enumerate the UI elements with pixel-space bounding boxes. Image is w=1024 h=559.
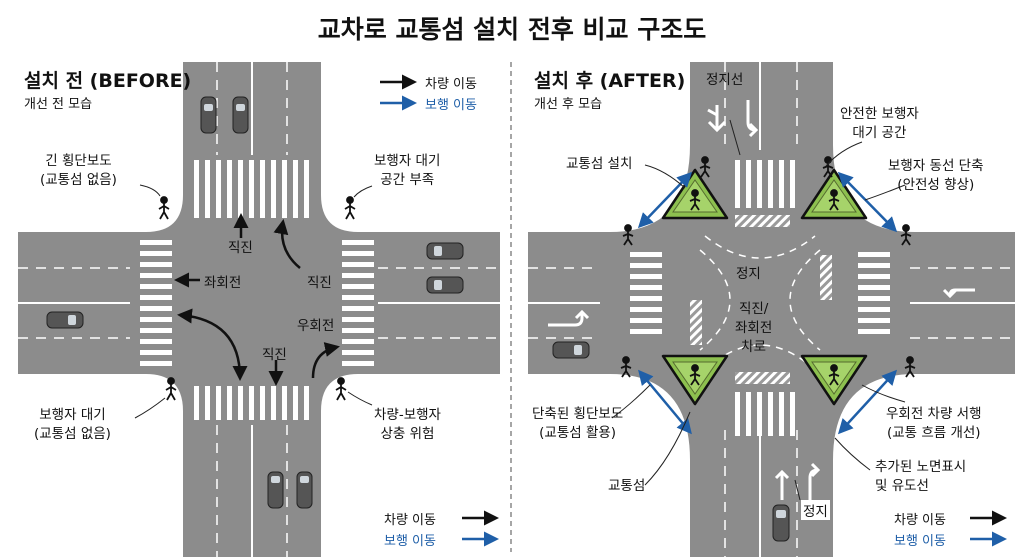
callout-line: 단축된 횡단보도 (532, 406, 624, 422)
callout-line: 보행자 대기 (374, 153, 441, 169)
callout-safe-waiting: 안전한 보행자 대기 공간 (840, 105, 919, 143)
pedestrian-icon (828, 189, 840, 211)
callout-line: 안전한 보행자 (840, 106, 919, 122)
arrow-straight-ne (273, 219, 301, 269)
lane-line: 차로 (741, 339, 767, 355)
before-crosswalk-south (194, 386, 309, 420)
legend-label: 차량 이동 (384, 513, 436, 528)
after-crosswalk-south (735, 392, 795, 436)
car (46, 311, 84, 329)
pedestrian-icon (622, 224, 634, 246)
after-pedestrians (620, 156, 916, 386)
pedestrian-icon (822, 156, 834, 178)
pedestrian-icon (904, 356, 916, 378)
label-center-lane: 직진/ 좌회전 차로 (735, 300, 772, 357)
before-crosswalk-west (140, 240, 172, 366)
before-legend-bottom-pedestrian: 보행 이동 (384, 530, 436, 549)
before-intersection (18, 62, 500, 557)
callout-ped-wait: 보행자 대기 (교통섬 없음) (34, 406, 111, 444)
label-stop-bottom: 정지 (801, 500, 830, 520)
after-road-markings (548, 100, 975, 500)
after-crosswalks (630, 160, 890, 436)
arrow-right-turn (311, 342, 340, 379)
before-heading: 설치 전 (BEFORE) (24, 70, 192, 92)
before-legend-vehicle: 차량 이동 (425, 73, 477, 92)
callout-line: 보행자 동선 단축 (888, 158, 984, 174)
callout-conflict: 차량-보행자 상충 위험 (374, 406, 441, 444)
label-straight-south: 직진 (262, 347, 287, 363)
lane-line: 좌회전 (735, 320, 773, 336)
label-left-turn: 좌회전 (204, 275, 242, 291)
car (232, 96, 249, 134)
before-vehicle-arrows (174, 213, 340, 386)
callout-line: (교통 흐름 개선) (886, 425, 981, 441)
callout-line: 차량-보행자 (374, 407, 441, 423)
callout-line: 긴 횡단보도 (45, 153, 112, 169)
callout-island: 교통섬 (608, 478, 646, 494)
callout-line: 추가된 노면표시 (875, 459, 967, 475)
car (200, 96, 217, 134)
callout-shortened-path: 보행자 동선 단축 (안전성 향상) (888, 157, 984, 195)
callout-right-turn-slow: 우회전 차량 서행 (교통 흐름 개선) (886, 405, 982, 443)
before-legend-pedestrian: 보행 이동 (425, 94, 477, 113)
before-legend-bottom-vehicle: 차량 이동 (384, 509, 436, 528)
callout-markings: 추가된 노면표시 및 유도선 (875, 458, 966, 496)
callout-line: 공간 부족 (380, 172, 435, 188)
label-straight-ne: 직진 (307, 275, 332, 291)
pedestrian-icon (828, 364, 840, 386)
callout-line: 상충 위험 (380, 426, 435, 442)
pedestrian-icon (900, 224, 912, 246)
after-crosswalk-north (735, 160, 795, 208)
callout-line: 대기 공간 (852, 125, 907, 141)
legend-label: 보행 이동 (425, 98, 477, 113)
callout-short-crosswalk: 단축된 횡단보도 (교통섬 활용) (532, 405, 623, 443)
callout-line: (안전성 향상) (897, 177, 975, 193)
arrow-curve (177, 308, 248, 381)
car (426, 242, 464, 260)
label-stop: 정지 (736, 266, 761, 282)
callout-line: 우회전 차량 서행 (886, 406, 982, 422)
after-subheading: 개선 후 모습 (534, 97, 603, 112)
car (426, 276, 464, 294)
before-crosswalks (140, 160, 374, 420)
callout-line: 및 유도선 (875, 478, 929, 494)
lane-line: 직진/ (738, 301, 769, 317)
callout-line: (교통섬 없음) (34, 426, 111, 442)
pedestrian-icon (620, 356, 632, 378)
pedestrian-icon (689, 364, 701, 386)
pedestrian-icon (699, 156, 711, 178)
car (552, 341, 590, 359)
after-legend-bottom-pedestrian: 보행 이동 (894, 530, 946, 549)
after-heading: 설치 후 (AFTER) (534, 70, 686, 92)
callout-long-crosswalk: 긴 횡단보도 (교통섬 없음) (40, 152, 117, 190)
after-pedestrian-arrows (637, 171, 898, 435)
pedestrian-icon (344, 196, 356, 220)
pedestrian-icon (158, 196, 170, 220)
after-crosswalk-east (858, 252, 890, 334)
before-pedestrians (158, 196, 356, 401)
before-crosswalk-north (194, 160, 309, 218)
legend-label: 보행 이동 (894, 534, 946, 549)
legend-label: 차량 이동 (425, 77, 477, 92)
callout-line: 보행자 대기 (39, 407, 106, 423)
legend-label: 보행 이동 (384, 534, 436, 549)
page-title: 교차로 교통섬 설치 전후 비교 구조도 (317, 15, 707, 44)
pedestrian-icon (335, 377, 347, 401)
legend-label: 차량 이동 (894, 513, 946, 528)
callout-line: (교통섬 활용) (539, 425, 617, 441)
before-subheading: 개선 전 모습 (24, 97, 93, 112)
after-legend-bottom-vehicle: 차량 이동 (894, 509, 946, 528)
pedestrian-icon (165, 377, 177, 401)
callout-line: (교통섬 없음) (40, 172, 117, 188)
after-crosswalk-west (630, 252, 662, 334)
label-straight-north: 직진 (228, 240, 253, 256)
label-right-turn: 우회전 (297, 318, 335, 334)
callout-island-installed: 교통섬 설치 (566, 156, 633, 172)
callout-stop-line: 정지선 (706, 72, 744, 88)
before-crosswalk-east (342, 240, 374, 366)
pedestrian-icon (689, 189, 701, 211)
callout-waiting-space: 보행자 대기 공간 부족 (374, 152, 440, 190)
